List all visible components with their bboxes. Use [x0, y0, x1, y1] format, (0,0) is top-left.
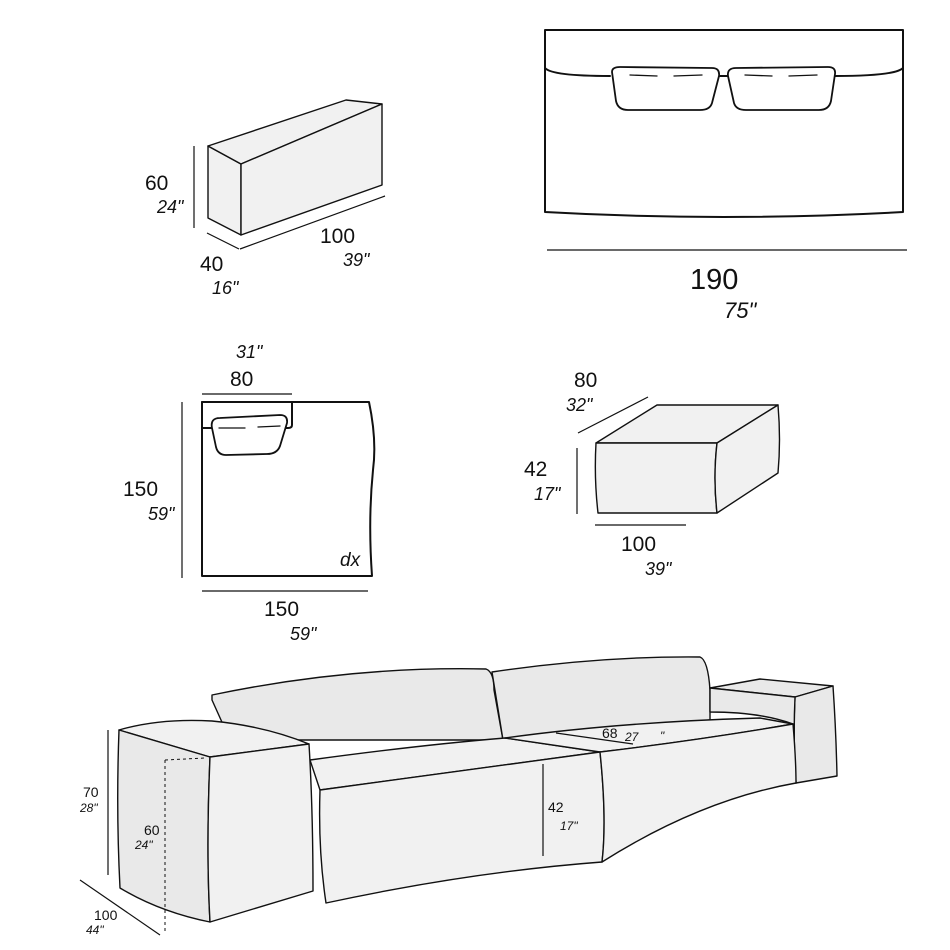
ottoman-front-face	[594, 442, 718, 514]
armrest-length-in: 39"	[343, 250, 371, 270]
ottoman-module: 80 32" 42 17" 100 39"	[524, 369, 781, 579]
sofa-depth-in: 44"	[86, 923, 104, 937]
armrest-depth-in: 16"	[212, 278, 240, 298]
ottoman-depth-in: 32"	[566, 395, 594, 415]
sofa-seat-depth-dim-line	[555, 732, 634, 745]
sofa-arm-height-top-guide	[164, 757, 206, 761]
sofa-height-in: 28"	[79, 801, 98, 815]
chaise-length-in: 59"	[290, 624, 318, 644]
chaise-width-in: 31"	[236, 342, 264, 362]
armrest-length-dim-line	[239, 195, 386, 250]
chaise-depth-cm: 150	[123, 478, 158, 501]
armrest-height-in: 24"	[156, 197, 185, 217]
chaise-depth-in: 59"	[148, 504, 176, 524]
sofa-depth-cm: 100	[94, 907, 118, 923]
top-view-width-cm: 190	[690, 264, 738, 296]
ottoman-height-cm: 42	[524, 458, 547, 481]
sofa-left-arm-top	[118, 719, 310, 758]
ottoman-length-cm: 100	[621, 533, 656, 556]
ottoman-depth-dim-line	[577, 396, 649, 434]
top-view-cushion-left	[611, 66, 721, 111]
chaise-width-cm: 80	[230, 368, 253, 391]
top-view-width-in: 75"	[724, 298, 757, 323]
sofa-depth-dim-line	[79, 879, 161, 936]
chaise-length-cm: 150	[264, 598, 299, 621]
chaise-module: 31" 80 150 59" 150 59" dx	[123, 342, 376, 644]
chaise-side-label: dx	[340, 550, 362, 571]
armrest-side-face	[240, 103, 383, 236]
sofa-seat-depth-cm: 68	[602, 725, 618, 741]
sofa-arm-height-in: 24"	[134, 838, 153, 852]
sofa-height-cm: 70	[83, 784, 99, 800]
top-view-cushion-right	[727, 66, 837, 111]
armrest-length-cm: 100	[320, 225, 355, 248]
armrest-block: 60 24" 40 16" 100 39"	[145, 99, 386, 298]
ottoman-side-face	[714, 404, 781, 514]
sofa-seat-right-front	[599, 723, 797, 863]
sofa-right-arm-side	[793, 685, 838, 784]
top-view-cushion-right-seam	[744, 74, 818, 77]
sofa-arm-height-cm: 60	[144, 822, 160, 838]
chaise-back-panel	[201, 401, 293, 429]
top-view-cushion-left-seam	[629, 74, 703, 77]
chaise-cushion-seam	[218, 425, 281, 429]
sofa-back-cushion-right	[491, 656, 711, 741]
chaise-cushion	[210, 414, 289, 456]
ottoman-length-in: 39"	[645, 559, 673, 579]
ottoman-depth-cm: 80	[574, 369, 597, 392]
armrest-depth-cm: 40	[200, 253, 223, 276]
armrest-height-cm: 60	[145, 172, 168, 195]
top-view-backrest-line	[544, 67, 904, 77]
sofa-seat-height-in: 17"	[560, 819, 578, 833]
chaise-outline	[201, 401, 376, 577]
top-view-outline	[544, 29, 904, 218]
ottoman-height-in: 17"	[534, 484, 562, 504]
sofa-seat-height-cm: 42	[548, 799, 564, 815]
sofa-left-arm-side	[207, 743, 314, 923]
sofa-seat-depth-in-mark: "	[660, 729, 665, 743]
sofa-perspective: 70 28" 60 24" 100 44" 68 27 " 42 17"	[79, 656, 838, 937]
sofa-top-view: 190 75"	[544, 29, 907, 323]
armrest-depth-dim-line	[206, 232, 240, 250]
sofa-seat-depth-in: 27	[624, 730, 640, 744]
